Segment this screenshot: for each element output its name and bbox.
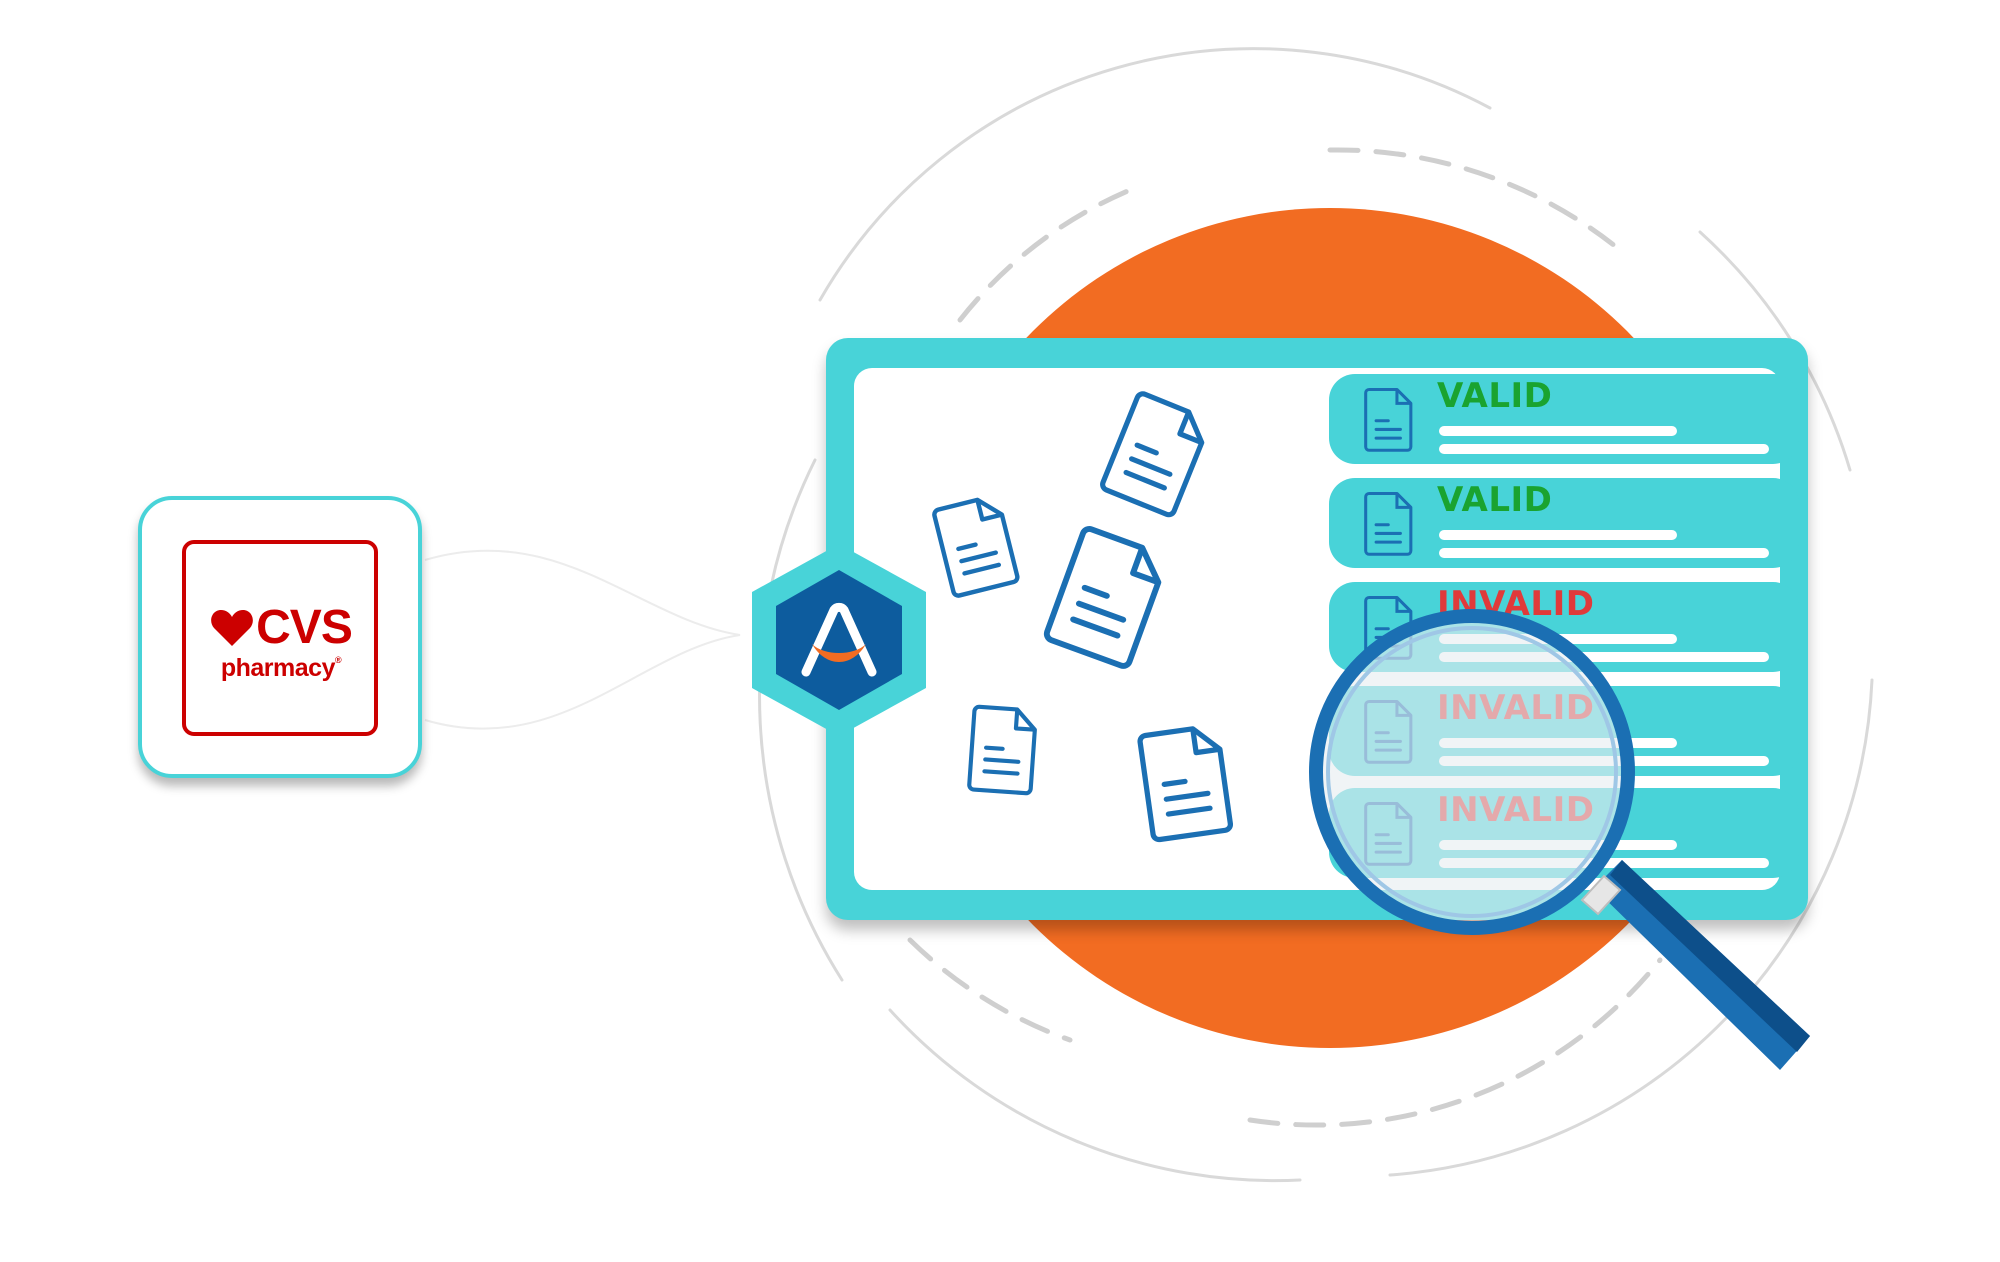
outer-ring-arc-bottom [888, 1008, 1302, 1183]
row-bar [1439, 738, 1677, 748]
registered-mark: ® [334, 655, 342, 665]
validation-row: VALID [1329, 374, 1799, 464]
document-icon [1100, 391, 1205, 518]
hexagon-logo-icon [752, 544, 926, 736]
connector-line [424, 549, 741, 730]
document-icon [1364, 595, 1413, 660]
dashed-ring-top [957, 187, 1133, 323]
document-icon [1043, 526, 1162, 669]
document-icon [1364, 699, 1413, 764]
row-bar [1439, 652, 1769, 662]
status-label-valid: VALID [1437, 376, 1553, 416]
cvs-pharmacy-tile: CVS pharmacy® [138, 496, 422, 778]
status-label-valid: VALID [1437, 480, 1553, 520]
pharmacy-wordmark: pharmacy® [198, 656, 364, 681]
pharmacy-text: pharmacy [220, 654, 336, 682]
validation-row: INVALID [1329, 686, 1799, 776]
status-label-invalid: INVALID [1437, 790, 1595, 830]
validation-row: INVALID [1329, 788, 1799, 878]
row-bar [1439, 840, 1677, 850]
row-bar [1439, 858, 1769, 868]
validation-row: INVALID [1329, 582, 1799, 672]
outer-ring-arc-left [758, 458, 844, 982]
row-bar [1439, 634, 1677, 644]
row-bar [1439, 530, 1677, 540]
row-bar [1439, 426, 1677, 436]
dashed-ring-top-right [1327, 147, 1623, 253]
cvs-logo: CVS pharmacy® [198, 604, 364, 681]
outer-ring-arc-top [818, 47, 1492, 302]
dashed-ring-bottom-left [907, 937, 1073, 1043]
document-icon [1364, 801, 1413, 866]
document-icon [1137, 726, 1233, 843]
row-bar [1439, 548, 1769, 558]
row-bar [1439, 756, 1769, 766]
document-icon [1364, 491, 1413, 556]
status-label-invalid: INVALID [1437, 688, 1595, 728]
cvs-wordmark: CVS [256, 601, 353, 654]
status-label-invalid: INVALID [1437, 584, 1595, 624]
validation-panel-body: VALID VALID INVALID [854, 368, 1799, 890]
document-icon [967, 704, 1037, 796]
row-bar [1439, 444, 1769, 454]
document-icon [1364, 387, 1413, 452]
validation-row: VALID [1329, 478, 1799, 568]
validation-panel: VALID VALID INVALID [826, 338, 1808, 920]
heart-icon [211, 610, 253, 646]
cvs-logo-line-1: CVS [198, 604, 364, 652]
cvs-logo-frame: CVS pharmacy® [182, 540, 378, 736]
document-icon [932, 497, 1020, 598]
